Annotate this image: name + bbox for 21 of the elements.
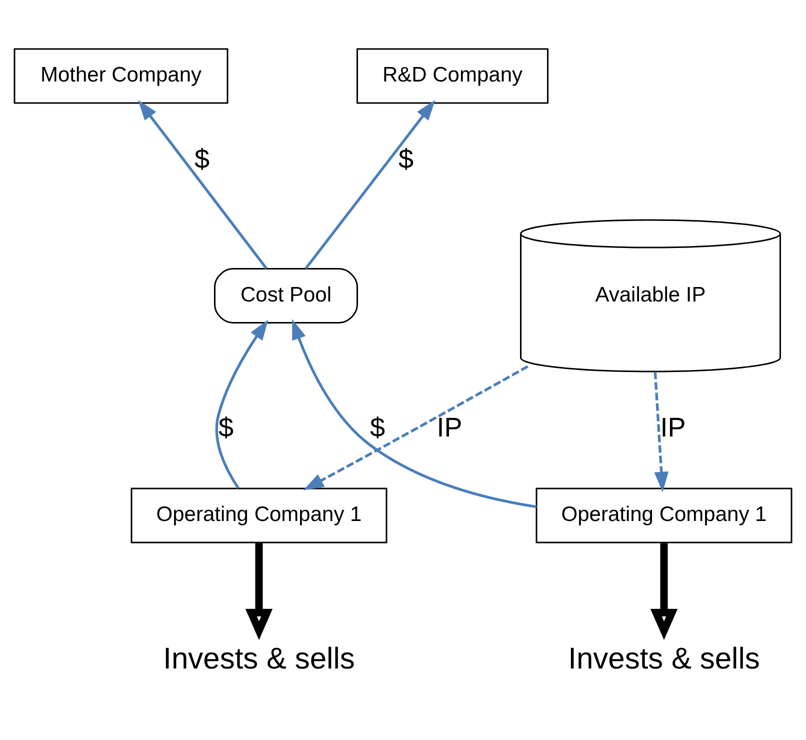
arrow <box>245 543 273 640</box>
edge-label: IP <box>436 412 462 443</box>
arrow <box>138 100 268 270</box>
edge-label: $ <box>218 412 234 443</box>
arrow <box>215 320 268 489</box>
edge-label: $ <box>194 144 210 174</box>
edge-label: IP <box>660 412 686 443</box>
edge-label: $ <box>398 144 414 174</box>
node-box: R&D Company <box>356 48 548 104</box>
arrow <box>292 319 537 508</box>
edge-label: $ <box>370 412 386 443</box>
arrow <box>650 543 678 640</box>
node-box: Operating Company 1 <box>130 488 388 544</box>
node-box: Mother Company <box>14 48 228 104</box>
arrow <box>303 365 528 490</box>
arrow <box>304 100 436 270</box>
node-text: Invests & sells <box>568 642 760 676</box>
node-text: Invests & sells <box>163 642 355 676</box>
node-box: Operating Company 1 <box>536 488 792 544</box>
node-box: Cost Pool <box>214 268 358 324</box>
arrow <box>654 372 669 492</box>
